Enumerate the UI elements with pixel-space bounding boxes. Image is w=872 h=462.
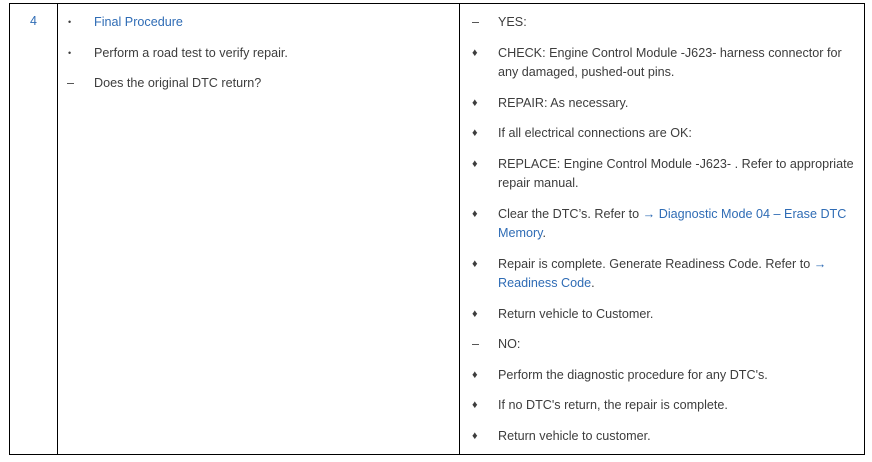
bullet-diamond-icon: ♦ [472, 307, 478, 320]
bullet-diamond-icon: ♦ [472, 127, 478, 139]
list-item: ♦ Perform the diagnostic procedure for a… [471, 366, 854, 386]
bullet-dot-icon: • [68, 47, 72, 58]
result-text-perform-diagnostic: Perform the diagnostic procedure for any… [498, 367, 768, 382]
table-cell-result: – YES: ♦ CHECK: Engine Control Module -J… [460, 4, 864, 454]
bullet-diamond-icon: ♦ [472, 429, 478, 442]
list-item: • Final Procedure [66, 13, 451, 33]
link-readiness-code[interactable]: → Readiness Code [498, 256, 827, 291]
bullet-diamond-icon: ♦ [472, 399, 478, 411]
step-number: 4 [30, 14, 37, 28]
bullet-diamond-icon: ♦ [472, 368, 478, 381]
result-list: – YES: ♦ CHECK: Engine Control Module -J… [471, 13, 854, 446]
list-item: ♦ Repair is complete. Generate Readiness… [471, 255, 854, 294]
link-final-procedure[interactable]: Final Procedure [94, 15, 183, 29]
result-text-replace: REPLACE: Engine Control Module -J623- . … [498, 156, 854, 191]
bullet-diamond-icon: ♦ [472, 46, 478, 59]
bullet-dash-icon: – [472, 337, 480, 351]
list-item: ♦ If all electrical connections are OK: [471, 124, 854, 144]
result-text-return-vehicle-no: Return vehicle to customer. [498, 428, 651, 443]
result-text-readiness-prefix: Repair is complete. Generate Readiness C… [498, 256, 814, 271]
list-item: – Does the original DTC return? [66, 74, 451, 94]
list-item: ♦ Return vehicle to customer. [471, 427, 854, 447]
table-cell-procedure: • Final Procedure • Perform a road test … [58, 4, 460, 454]
table-cell-step-number: 4 [10, 4, 58, 454]
result-text-no: NO: [498, 337, 521, 351]
bullet-diamond-icon: ♦ [472, 96, 478, 109]
result-text-readiness-suffix: . [591, 276, 595, 290]
result-text-yes: YES: [498, 15, 527, 29]
procedure-question-text: Does the original DTC return? [94, 76, 262, 90]
result-text-repair: REPAIR: As necessary. [498, 95, 629, 110]
bullet-diamond-icon: ♦ [472, 207, 478, 220]
result-text-clear-dtc-prefix: Clear the DTC’s. Refer to [498, 206, 643, 221]
list-item: – YES: [471, 13, 854, 33]
list-item: ♦ CHECK: Engine Control Module -J623- ha… [471, 44, 854, 83]
result-text-return-vehicle-yes: Return vehicle to Customer. [498, 306, 654, 321]
result-text-clear-dtc-suffix: . [542, 226, 547, 240]
list-item: • Perform a road test to verify repair. [66, 44, 451, 64]
list-item: ♦ Clear the DTC’s. Refer to → Diagnostic… [471, 205, 854, 244]
bullet-dash-icon: – [472, 15, 480, 29]
bullet-diamond-icon: ♦ [472, 257, 478, 270]
bullet-diamond-icon: ♦ [472, 157, 478, 170]
diagnostic-procedure-table: 4 • Final Procedure • Perform a road tes… [9, 3, 865, 455]
list-item: – NO: [471, 335, 854, 355]
procedure-text: Perform a road test to verify repair. [94, 45, 288, 60]
list-item: ♦ If no DTC's return, the repair is comp… [471, 396, 854, 416]
list-item: ♦ REPLACE: Engine Control Module -J623- … [471, 155, 854, 194]
list-item: ♦ REPAIR: As necessary. [471, 94, 854, 114]
procedure-list: • Final Procedure • Perform a road test … [66, 13, 451, 94]
result-text-check: CHECK: Engine Control Module -J623- harn… [498, 45, 842, 80]
link-diagnostic-mode-04-erase-dtc-memory[interactable]: → Diagnostic Mode 04 – Erase DTC Memory [498, 206, 847, 241]
list-item: ♦ Return vehicle to Customer. [471, 305, 854, 325]
bullet-dash-icon: – [67, 76, 75, 90]
result-text-no-dtc-return: If no DTC's return, the repair is comple… [498, 398, 728, 412]
result-text-connections-ok: If all electrical connections are OK: [498, 126, 692, 140]
bullet-dot-icon: • [68, 17, 72, 27]
